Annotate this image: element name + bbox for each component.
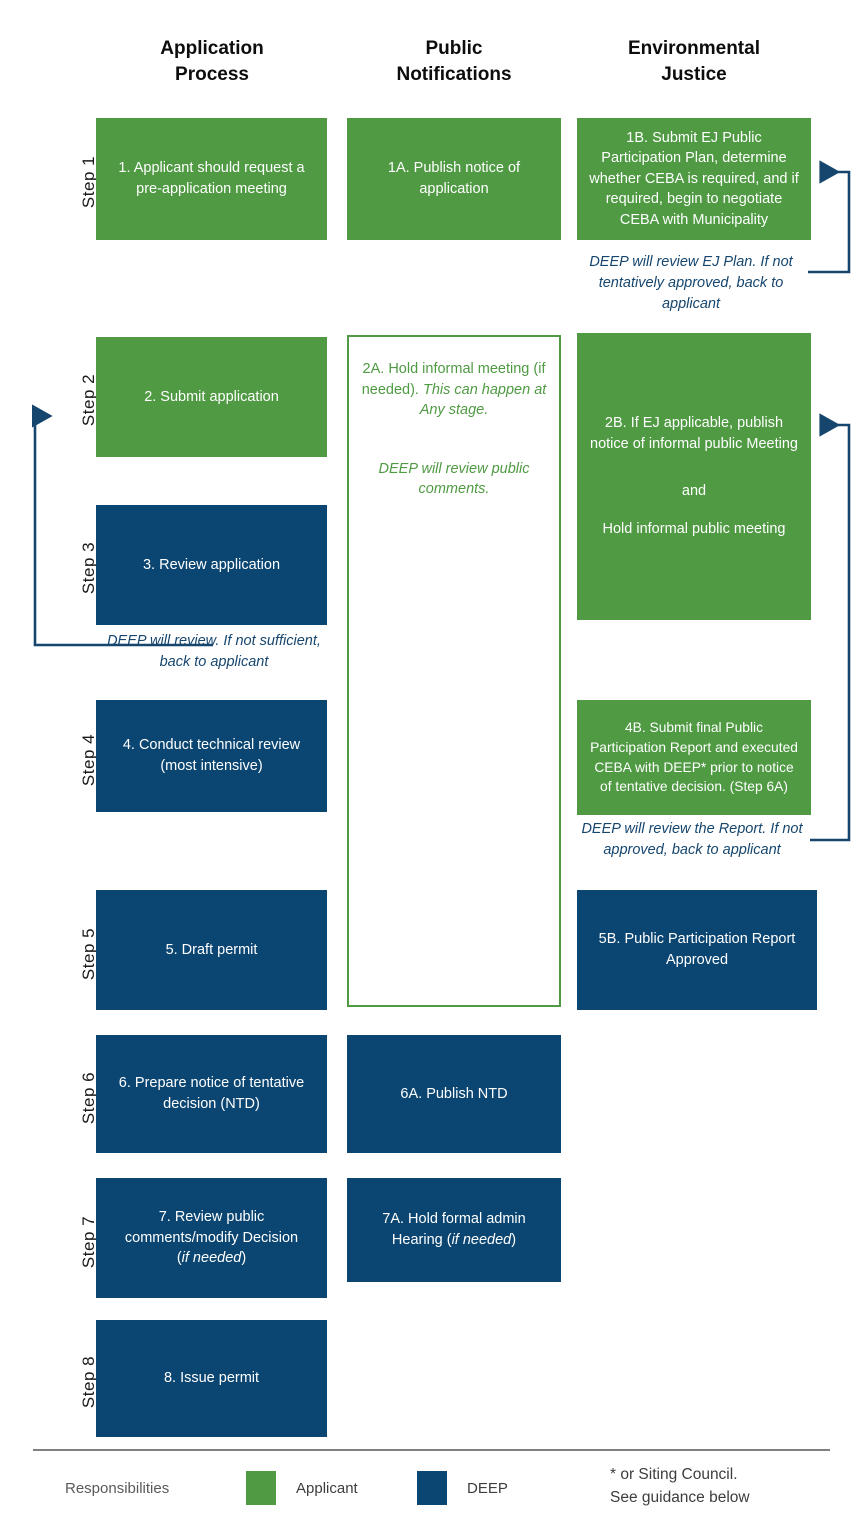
box-2b-text-part1: 2B. If EJ applicable, publish notice of … xyxy=(590,415,798,452)
box-6-prepare-notice-of-tentative-decision[interactable]: 6. Prepare notice of tentative decision … xyxy=(96,1035,327,1153)
box-5-draft-permit[interactable]: 5. Draft permit xyxy=(96,890,327,1010)
legend-swatch-deep xyxy=(417,1471,447,1505)
legend-label-deep: DEEP xyxy=(467,1480,508,1497)
legend-title: Responsibilities xyxy=(65,1480,170,1497)
legend-footnote: * or Siting Council. See guidance below xyxy=(610,1463,840,1510)
box-7-review-public-comments-modify-decision[interactable]: 7. Review public comments/modify Decisio… xyxy=(96,1178,327,1298)
box-2a-hold-informal-meeting[interactable]: 2A. Hold informal meeting (if needed). T… xyxy=(347,335,561,1007)
box-7a-text-tail: ) xyxy=(511,1232,517,1248)
arrow-ej-plan-feedback xyxy=(808,160,851,274)
box-1b-submit-ej-public-participation-plan[interactable]: 1B. Submit EJ Public Participation Plan,… xyxy=(577,118,811,240)
column-header-line2: Notifications xyxy=(396,63,512,85)
box-7-text-if-needed: (if needed) xyxy=(176,1250,247,1267)
column-header-line1: Environmental xyxy=(628,38,760,59)
box-7a-text: 7A. Hold formal admin Hearing (if needed… xyxy=(357,1209,551,1250)
box-1-applicant-pre-application-meeting[interactable]: 1. Applicant should request a pre-applic… xyxy=(96,118,327,240)
box-7a-text-normal: 7A. Hold formal admin Hearing ( xyxy=(382,1211,526,1248)
box-2-submit-application[interactable]: 2. Submit application xyxy=(96,337,327,457)
box-8-issue-permit[interactable]: 8. Issue permit xyxy=(96,1320,327,1437)
caption-deep-review-report: DEEP will review the Report. If not appr… xyxy=(581,821,803,859)
legend-footnote-line2: See guidance below xyxy=(610,1489,750,1507)
column-header-line1: Public xyxy=(425,38,483,59)
box-4b-submit-final-public-participation-report[interactable]: 4B. Submit final Public Participation Re… xyxy=(577,700,811,815)
box-7a-text-italic: if needed xyxy=(451,1232,512,1248)
column-header-public-notifications: Public Notifications xyxy=(347,36,561,87)
column-header-line2: Justice xyxy=(661,63,727,85)
column-header-environmental-justice: Environmental Justice xyxy=(577,36,811,87)
box-7a-hold-formal-admin-hearing[interactable]: 7A. Hold formal admin Hearing (if needed… xyxy=(347,1178,561,1282)
column-header-application-process: Application Process xyxy=(96,36,328,87)
box-2b-text-part2: Hold informal public meeting xyxy=(602,521,786,538)
box-2a-primary-text: 2A. Hold informal meeting (if needed). T… xyxy=(359,359,549,421)
box-2a-secondary-text: DEEP will review public comments. xyxy=(378,460,530,498)
box-2a-text-normal: 2A. Hold informal meeting (if needed). xyxy=(361,361,546,398)
legend-divider xyxy=(33,1449,830,1451)
box-2b-publish-notice-informal-public-meeting[interactable]: 2B. If EJ applicable, publish notice of … xyxy=(577,333,811,620)
caption-deep-review-not-sufficient: DEEP will review. If not sufficient, bac… xyxy=(107,633,321,671)
legend-footnote-line1: * or Siting Council. xyxy=(610,1466,738,1483)
box-7-text-line1: 7. Review public comments/modify Decisio… xyxy=(124,1209,299,1246)
box-5b-public-participation-report-approved[interactable]: 5B. Public Participation Report Approved xyxy=(577,890,817,1010)
box-6a-publish-ntd[interactable]: 6A. Publish NTD xyxy=(347,1035,561,1153)
column-header-line1: Application xyxy=(160,38,264,59)
box-2a-text-italic: This can happen at Any stage. xyxy=(419,381,547,419)
caption-deep-review-ej-plan: DEEP will review EJ Plan. If not tentati… xyxy=(589,254,793,313)
box-1a-publish-notice-of-application[interactable]: 1A. Publish notice of application xyxy=(347,118,561,240)
legend-label-applicant: Applicant xyxy=(296,1480,358,1497)
legend-swatch-applicant xyxy=(246,1471,276,1505)
column-header-line2: Process xyxy=(175,63,249,85)
arrow-report-feedback xyxy=(810,413,851,842)
box-2b-text-and: and xyxy=(681,482,707,499)
box-4-conduct-technical-review[interactable]: 4. Conduct technical review (most intens… xyxy=(96,700,327,812)
box-3-review-application[interactable]: 3. Review application xyxy=(96,505,327,625)
